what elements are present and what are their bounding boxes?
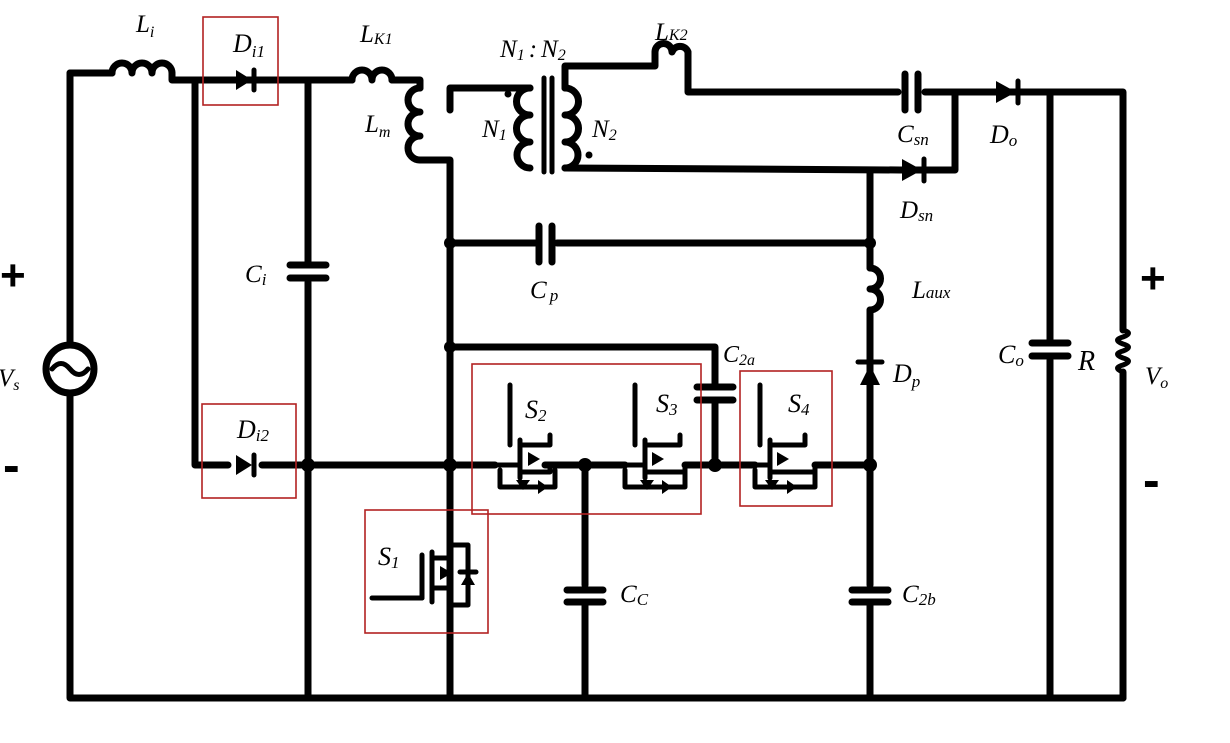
svg-text:N1: N1 (481, 116, 507, 144)
capacitor-cc (563, 586, 607, 606)
mosfet-s2 (492, 382, 558, 494)
label-co: Co (998, 340, 1024, 370)
svg-text:Dsn: Dsn (899, 197, 933, 225)
inductor-lk2 (651, 40, 692, 56)
svg-text:R: R (1077, 346, 1095, 377)
diode-do (988, 78, 1032, 106)
voltage-source-vs (42, 341, 98, 397)
label-lk1: LK1 (359, 21, 393, 48)
vo-plus-sign: + (1140, 254, 1166, 303)
label-c2a: C2a (723, 342, 755, 369)
capacitor-c2a (693, 383, 737, 404)
label-di2: Di2 (236, 415, 270, 445)
label-n1: N1 (481, 116, 507, 144)
label-laux: Laux (911, 277, 951, 304)
svg-text:Li: Li (135, 11, 154, 41)
svg-text:Di1: Di1 (232, 29, 265, 61)
dot-n1 (504, 90, 512, 98)
vo-minus-sign: - (1143, 452, 1160, 508)
capacitor-cp (535, 222, 556, 266)
svg-text:LK1: LK1 (359, 21, 393, 48)
svg-text:Do: Do (989, 120, 1017, 150)
label-cc: CC (620, 581, 649, 609)
label-turns-ratio: N1:N2 (499, 36, 566, 64)
diode-di1 (224, 67, 266, 93)
mosfet-s1 (369, 542, 479, 608)
svg-text:Csn: Csn (897, 121, 929, 149)
junction-dots (301, 237, 877, 472)
inductor-laux (866, 264, 884, 314)
transformer-n2-winding (561, 84, 582, 172)
label-n2: N2 (591, 116, 617, 144)
capacitor-ci (286, 261, 330, 282)
svg-text:Vs: Vs (0, 365, 20, 394)
svg-text:S4: S4 (788, 389, 810, 419)
highlight-box-s4 (739, 370, 833, 507)
capacitor-co (1028, 339, 1072, 360)
wires (66, 48, 1127, 702)
diode-dsn (896, 156, 939, 184)
label-dsn: Dsn (899, 197, 933, 225)
svg-text:C2b: C2b (902, 581, 936, 609)
label-s2: S2 (525, 395, 547, 425)
svg-text:N2: N2 (591, 116, 617, 144)
dot-n2 (585, 151, 593, 159)
highlight-box-s1 (364, 509, 489, 634)
label-r: R (1077, 346, 1095, 377)
inductor-li (108, 59, 176, 77)
diode-dp (855, 351, 885, 396)
svg-text:Di2: Di2 (236, 415, 270, 445)
label-do: Do (989, 120, 1017, 150)
inductor-lk1 (348, 66, 396, 84)
svg-text:Ci: Ci (245, 261, 267, 289)
svg-text:CC: CC (620, 581, 649, 609)
svg-text:S3: S3 (656, 389, 678, 419)
label-ci: Ci (245, 261, 267, 289)
vs-plus-sign: + (0, 251, 26, 300)
label-lm: Lm (364, 111, 390, 141)
label-s1: S1 (378, 542, 400, 572)
svg-text:Cp: Cp (530, 277, 558, 305)
highlight-box-di2 (201, 403, 297, 499)
label-vo: Vo (1145, 363, 1168, 392)
label-csn: Csn (897, 121, 929, 149)
label-c2b: C2b (902, 581, 936, 609)
label-s3: S3 (656, 389, 678, 419)
diode-di2 (236, 452, 257, 478)
mosfet-s3 (622, 382, 688, 494)
svg-text:Co: Co (998, 340, 1024, 370)
label-s4: S4 (788, 389, 810, 419)
resistor-r (1115, 327, 1131, 375)
svg-text:Vo: Vo (1145, 363, 1168, 392)
svg-text:S1: S1 (378, 542, 400, 572)
svg-text:S2: S2 (525, 395, 547, 425)
label-lk2: LK2 (654, 19, 688, 46)
label-di1: Di1 (232, 29, 265, 61)
label-li: Li (135, 11, 154, 41)
capacitor-csn (901, 70, 922, 114)
svg-text:Dp: Dp (892, 359, 920, 391)
svg-text:Lm: Lm (364, 111, 390, 141)
label-vs: Vs (0, 365, 20, 394)
vs-minus-sign: - (3, 437, 20, 493)
svg-text:N1:N2: N1:N2 (499, 36, 566, 64)
svg-text:LK2: LK2 (654, 19, 688, 46)
svg-text:Laux: Laux (911, 277, 951, 304)
inductor-lm (404, 84, 424, 164)
mosfet-s4 (752, 382, 818, 494)
svg-text:C2a: C2a (723, 342, 755, 369)
highlight-box-di1 (202, 16, 279, 106)
transformer-core (541, 75, 555, 175)
label-dp: Dp (892, 359, 920, 391)
highlight-box-s2-s3 (471, 363, 702, 515)
transformer-n1-winding (446, 84, 534, 172)
capacitor-c2b (848, 586, 892, 606)
